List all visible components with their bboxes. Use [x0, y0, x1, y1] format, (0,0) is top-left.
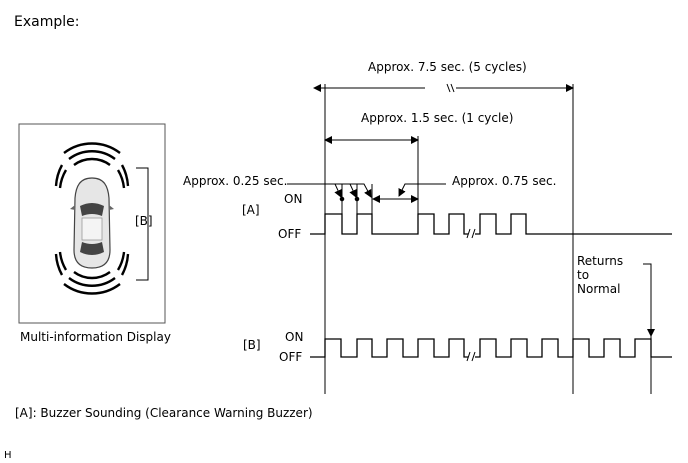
car-icon [54, 142, 130, 295]
total-duration-dimension [313, 83, 574, 93]
signal-a-waveform [310, 213, 672, 239]
on-duration-dimension [287, 183, 372, 202]
returns-leader [643, 263, 655, 337]
display-bracket [136, 167, 149, 281]
display-bracket-label: [B] [135, 214, 153, 228]
signal-b-label: [B] [243, 338, 261, 352]
signal-a-label: [A] [242, 203, 260, 217]
display-caption: Multi-information Display [20, 330, 171, 344]
reference-lines [324, 84, 652, 394]
off-duration-dimension [372, 183, 446, 203]
footnote: [A]: Buzzer Sounding (Clearance Warning … [15, 406, 313, 420]
returns-label-line1: Returns [577, 254, 624, 268]
off-duration-label: Approx. 0.75 sec. [452, 174, 557, 188]
signal-a-on-label: ON [284, 192, 303, 206]
signal-a-off-label: OFF [278, 227, 302, 241]
total-duration-label: Approx. 7.5 sec. (5 cycles) [368, 60, 527, 74]
returns-label-line3: Normal [577, 282, 621, 296]
page-title: Example: [14, 14, 80, 30]
returns-label-line2: to [577, 268, 590, 282]
signal-b-waveform [310, 338, 672, 362]
cycle-duration-label: Approx. 1.5 sec. (1 cycle) [361, 111, 514, 125]
signal-b-on-label: ON [285, 330, 304, 344]
on-duration-label: Approx. 0.25 sec. [183, 174, 288, 188]
signal-b-off-label: OFF [279, 350, 303, 364]
corner-mark: H [4, 450, 12, 461]
